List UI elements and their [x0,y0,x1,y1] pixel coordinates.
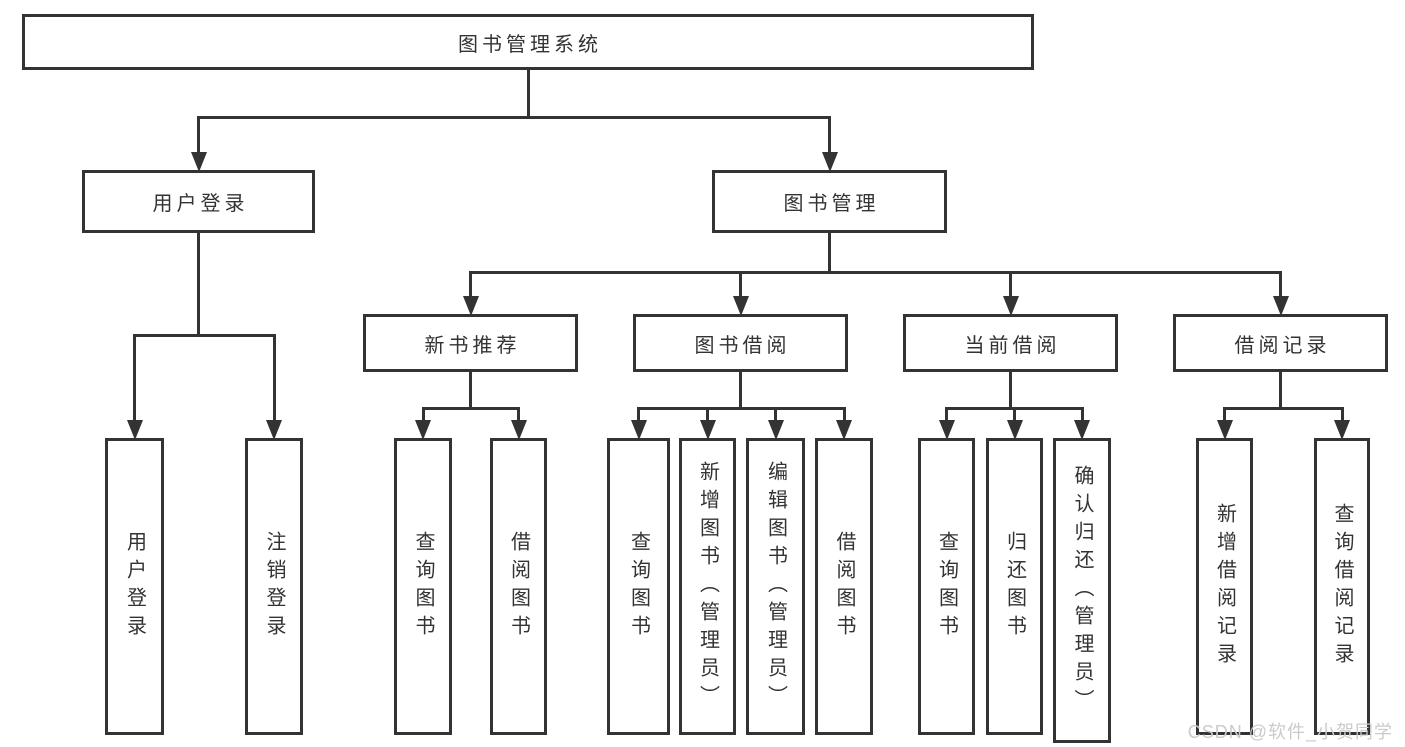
node-leaf-user-login: 用户登录 [105,438,164,735]
edge-line [637,408,640,420]
edge-line [526,70,530,117]
node-label: 用户登录 [152,193,249,215]
arrow-down-icon [1074,420,1090,440]
arrow-down-icon [767,420,784,440]
edge-line [1340,408,1344,420]
edge-line [1080,408,1084,420]
edge-line [421,406,520,410]
arrow-down-icon [190,152,207,172]
edge-line [469,270,1282,274]
edge-line [828,117,831,152]
edge-line [197,233,200,335]
node-label: 借阅图书 [507,530,530,643]
arrow-down-icon [938,420,955,440]
node-label: 查询借阅记录 [1331,502,1353,671]
node-label: 图书管理系统 [458,33,602,56]
edge-line [1223,406,1344,410]
node-label: 用户登录 [123,530,146,643]
node-label: 新书推荐 [424,334,521,357]
edge-line [706,408,709,420]
edge-line [1279,272,1282,296]
arrow-down-icon [732,296,749,316]
arrow-down-icon [266,420,282,440]
node-leaf-bb-borrow: 借阅图书 [815,438,873,735]
arrow-down-icon [699,420,716,440]
node-new-book-rec: 新书推荐 [363,314,578,372]
arrow-down-icon [821,152,838,172]
node-label: 借阅图书 [833,530,855,643]
watermark: CSDN @软件_小贺同学 [1187,722,1393,742]
edge-line [197,115,831,119]
arrow-down-icon [1272,296,1289,316]
arrow-down-icon [1334,420,1350,440]
node-book-borrow: 图书借阅 [633,314,848,372]
edge-line [1279,372,1282,408]
node-leaf-cb-query: 查询图书 [918,438,975,735]
node-borrow-record: 借阅记录 [1173,314,1388,372]
node-label: 确认归还（管理员） [1071,464,1093,717]
edge-line [1009,372,1012,408]
node-label: 查询图书 [935,530,958,643]
arrow-down-icon [510,420,527,440]
node-leaf-br-add: 新增借阅记录 [1196,438,1253,735]
node-label: 图书借阅 [694,334,791,357]
node-leaf-nb-query: 查询图书 [394,438,452,735]
node-label: 新增图书（管理员） [696,460,719,713]
node-leaf-br-query: 查询借阅记录 [1314,438,1370,735]
node-label: 新增借阅记录 [1213,502,1236,671]
node-label: 借阅记录 [1234,334,1331,357]
node-label: 当前借阅 [964,334,1061,357]
edge-line [945,408,948,420]
edge-line [517,408,520,420]
edge-line [842,408,846,420]
node-current-borrow: 当前借阅 [903,314,1118,372]
edge-line [1009,272,1012,296]
arrow-down-icon [1002,296,1019,316]
node-leaf-nb-borrow: 借阅图书 [490,438,547,735]
edge-line [469,272,472,296]
edge-line [1013,408,1016,420]
edge-line [739,272,742,296]
edge-line [774,408,777,420]
node-leaf-bb-query: 查询图书 [607,438,670,735]
node-label: 注销登录 [263,530,285,643]
edge-line [469,372,472,408]
node-leaf-cb-return: 归还图书 [986,438,1043,735]
node-book-mgmt: 图书管理 [712,170,947,233]
node-root: 图书管理系统 [22,14,1034,70]
edge-line [421,408,425,420]
node-label: 图书管理 [783,193,880,215]
node-label: 编辑图书（管理员） [764,460,787,713]
node-leaf-cb-confirm: 确认归还（管理员） [1053,438,1111,743]
arrow-down-icon [126,420,143,440]
edge-line [197,117,200,152]
arrow-down-icon [415,420,431,440]
edge-line [133,335,136,420]
edge-line [739,372,742,408]
node-label: 查询图书 [412,530,434,643]
edge-line [133,333,276,337]
edge-line [1223,408,1226,420]
edge-line [828,233,831,272]
node-user-login: 用户登录 [82,170,315,233]
node-leaf-logout: 注销登录 [245,438,303,735]
arrow-down-icon [1006,420,1023,440]
edge-line [272,335,276,420]
node-label: 查询图书 [627,530,650,643]
arrow-down-icon [462,296,479,316]
arrow-down-icon [1216,420,1233,440]
edge-line [637,406,846,410]
arrow-down-icon [836,420,852,440]
node-leaf-bb-add: 新增图书（管理员） [679,438,736,735]
arrow-down-icon [630,420,647,440]
node-label: 归还图书 [1003,530,1026,643]
node-leaf-bb-edit: 编辑图书（管理员） [746,438,805,735]
